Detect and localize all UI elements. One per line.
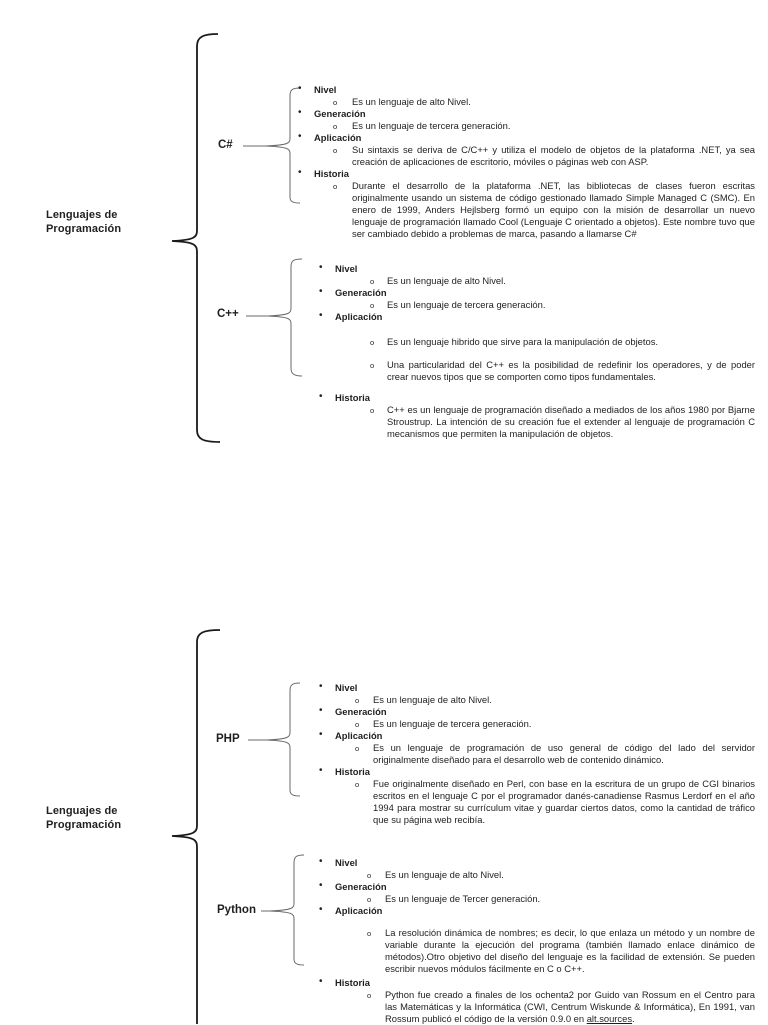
list-subitem: Es un lenguaje de tercera generación. — [318, 718, 755, 731]
root-label-line2: Programación — [46, 818, 122, 831]
item-heading: Nivel — [318, 262, 755, 275]
list-subitem: Es un lenguaje de programación de uso ge… — [318, 742, 755, 766]
branch-label-cpp: C++ — [217, 308, 239, 320]
list-subitem: Es un lenguaje de tercera generación. — [297, 120, 755, 133]
branch-content-python: Nivel Es un lenguaje de alto Nivel. Gene… — [318, 856, 755, 1025]
branch-brace-python — [269, 854, 305, 966]
item-heading: Historia — [318, 765, 755, 778]
item-heading: Aplicación — [318, 729, 755, 742]
root-label-line1: Lenguajes de — [46, 805, 118, 817]
branch-content-php: Nivel Es un lenguaje de alto Nivel. Gene… — [318, 681, 755, 826]
list-subitem: Su sintaxis se deriva de C/C++ y utiliza… — [297, 144, 755, 168]
item-heading: Nivel — [318, 681, 755, 694]
list-subitem: Es un lenguaje de alto Nivel. — [318, 275, 755, 288]
list-subitem: Durante el desarrollo de la plataforma .… — [297, 180, 755, 240]
root-label-top: Lenguajes de Programación — [46, 209, 156, 236]
list-subitem: Es un lenguaje de alto Nivel. — [297, 96, 755, 109]
list-subitem: Es un lenguaje de alto Nivel. — [318, 694, 755, 707]
item-heading: Generación — [318, 286, 755, 299]
root-label-line1: Lenguajes de — [46, 209, 118, 221]
item-heading: Nivel — [297, 83, 755, 96]
branch-brace-php — [266, 682, 301, 797]
branch-label-csharp: C# — [218, 139, 233, 151]
historia-text-suffix: . — [632, 1013, 635, 1024]
item-heading: Historia — [318, 391, 755, 404]
item-heading: Generación — [318, 705, 755, 718]
root-brace-1 — [171, 33, 221, 443]
item-heading: Aplicación — [318, 904, 755, 917]
item-heading: Aplicación — [318, 310, 755, 323]
list-subitem: Fue originalmente diseñado en Perl, con … — [318, 778, 755, 826]
branch-brace-cpp — [267, 258, 303, 377]
list-subitem: Es un lenguaje de alto Nivel. — [318, 869, 755, 882]
branch-label-php: PHP — [216, 733, 240, 745]
root-label-line2: Programación — [46, 222, 122, 235]
list-subitem: La resolución dinámica de nombres; es de… — [318, 927, 755, 975]
item-heading: Nivel — [318, 856, 755, 869]
list-subitem: Una particularidad del C++ es la posibil… — [318, 359, 755, 383]
item-heading: Aplicación — [297, 131, 755, 144]
list-subitem: Es un lenguaje hibrido que sirve para la… — [318, 336, 755, 349]
branch-label-python: Python — [217, 904, 256, 916]
alt-sources-link[interactable]: alt.sources — [586, 1013, 633, 1024]
branch-brace-csharp — [265, 87, 301, 204]
list-subitem: Es un lenguaje de tercera generación. — [318, 299, 755, 312]
root-label-bottom: Lenguajes de Programación — [46, 805, 156, 832]
branch-content-cpp: Nivel Es un lenguaje de alto Nivel. Gene… — [318, 262, 755, 440]
list-subitem: Python fue creado a finales de los ochen… — [318, 989, 755, 1025]
item-heading: Historia — [318, 976, 755, 989]
branch-content-csharp: Nivel Es un lenguaje de alto Nivel. Gene… — [297, 83, 755, 240]
item-heading: Generación — [297, 107, 755, 120]
root-brace-2 — [171, 629, 221, 1024]
list-subitem: Es un lenguaje de Tercer generación. — [318, 893, 755, 906]
item-heading: Historia — [297, 167, 755, 180]
item-heading: Generación — [318, 880, 755, 893]
historia-text-prefix: Python fue creado a finales de los ochen… — [385, 989, 755, 1024]
list-subitem: C++ es un lenguaje de programación diseñ… — [318, 404, 755, 440]
